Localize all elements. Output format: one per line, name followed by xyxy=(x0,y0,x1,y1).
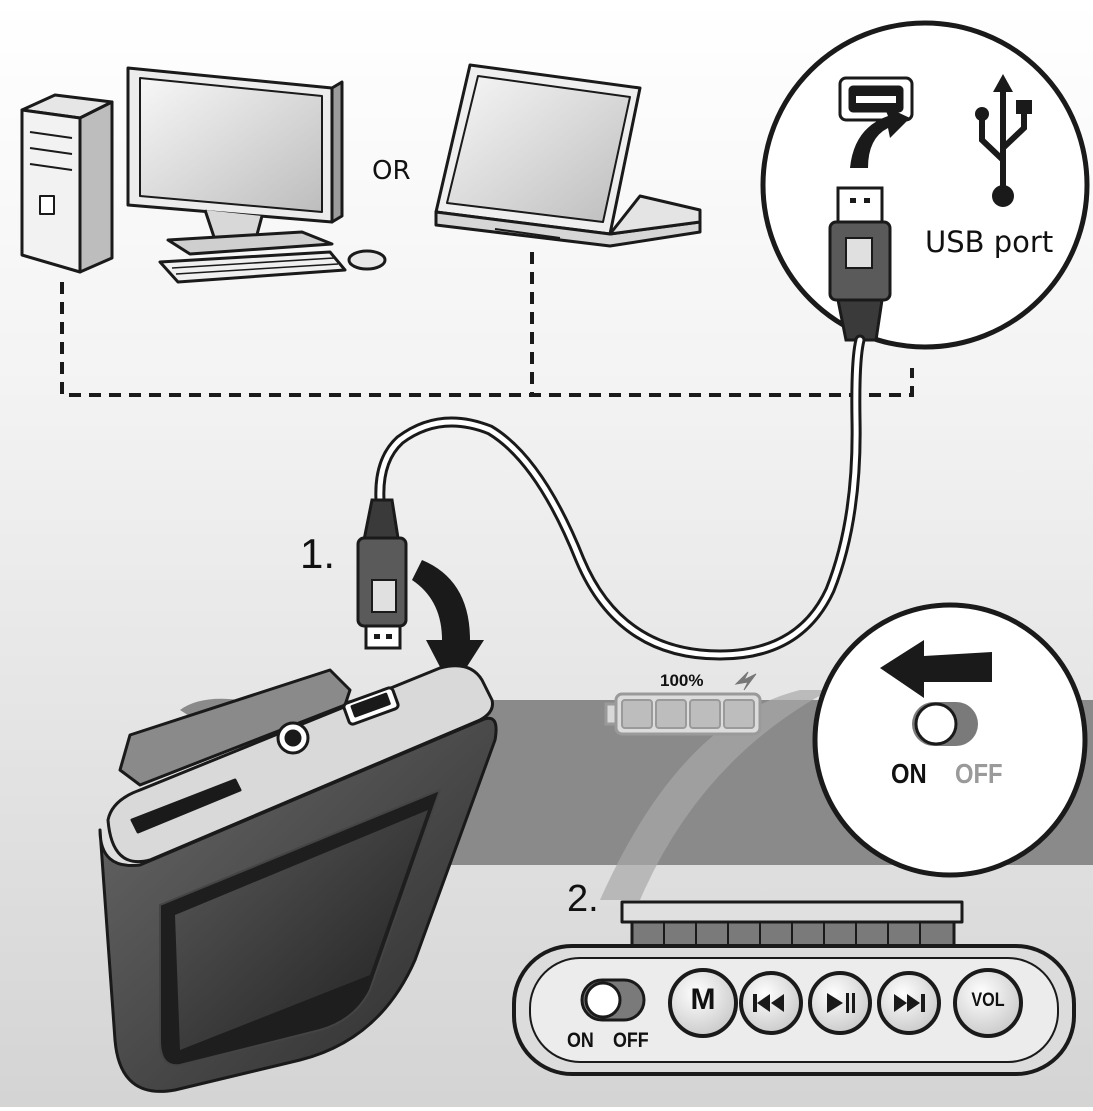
battery-icon xyxy=(604,692,762,736)
usb-trident-icon xyxy=(975,74,1032,207)
battery-cell xyxy=(689,699,721,729)
skip-back-icon xyxy=(753,994,784,1012)
battery-cell xyxy=(655,699,687,729)
curved-arrow-icon xyxy=(850,106,910,168)
or-label: OR xyxy=(372,156,411,186)
highlight-sweep xyxy=(600,690,830,900)
battery-cell xyxy=(723,699,755,729)
skip-forward-icon xyxy=(894,994,925,1012)
m-button-label: M xyxy=(690,983,716,1016)
desktop-computer-icon xyxy=(20,66,387,284)
usb-port-label: USB port xyxy=(925,225,1054,259)
step-1-label: 1. xyxy=(300,530,336,577)
switch-knob-large xyxy=(914,702,958,746)
battery-percentage: 100% xyxy=(660,671,704,690)
left-arrow-icon xyxy=(880,640,992,698)
usb-port-callout xyxy=(760,20,1090,350)
battery-cell xyxy=(621,699,653,729)
switch-off-label-large: OFF xyxy=(955,758,1003,789)
m-button xyxy=(668,968,738,1038)
usb-plug-large xyxy=(828,186,892,342)
step-2-label: 2. xyxy=(567,878,599,920)
usb-plug-small xyxy=(356,498,408,650)
vol-button-label: VOL xyxy=(971,990,1005,1011)
connection-lines xyxy=(60,252,914,397)
vol-button xyxy=(953,968,1023,1038)
laptop-icon xyxy=(434,63,702,248)
media-player-device xyxy=(98,664,498,1093)
lightning-icon xyxy=(734,671,757,691)
switch-callout xyxy=(812,602,1088,878)
control-panel xyxy=(512,900,1076,1076)
insert-arrow-icon xyxy=(412,560,484,690)
battery-cells xyxy=(621,699,755,729)
play-pause-icon xyxy=(827,993,855,1013)
switch-off-label-small: OFF xyxy=(613,1029,649,1052)
switch-on-label-large: ON xyxy=(891,758,927,789)
usb-cable-highlight xyxy=(377,337,863,658)
switch-on-label-small: ON xyxy=(567,1029,594,1052)
usb-socket-icon xyxy=(838,76,914,122)
